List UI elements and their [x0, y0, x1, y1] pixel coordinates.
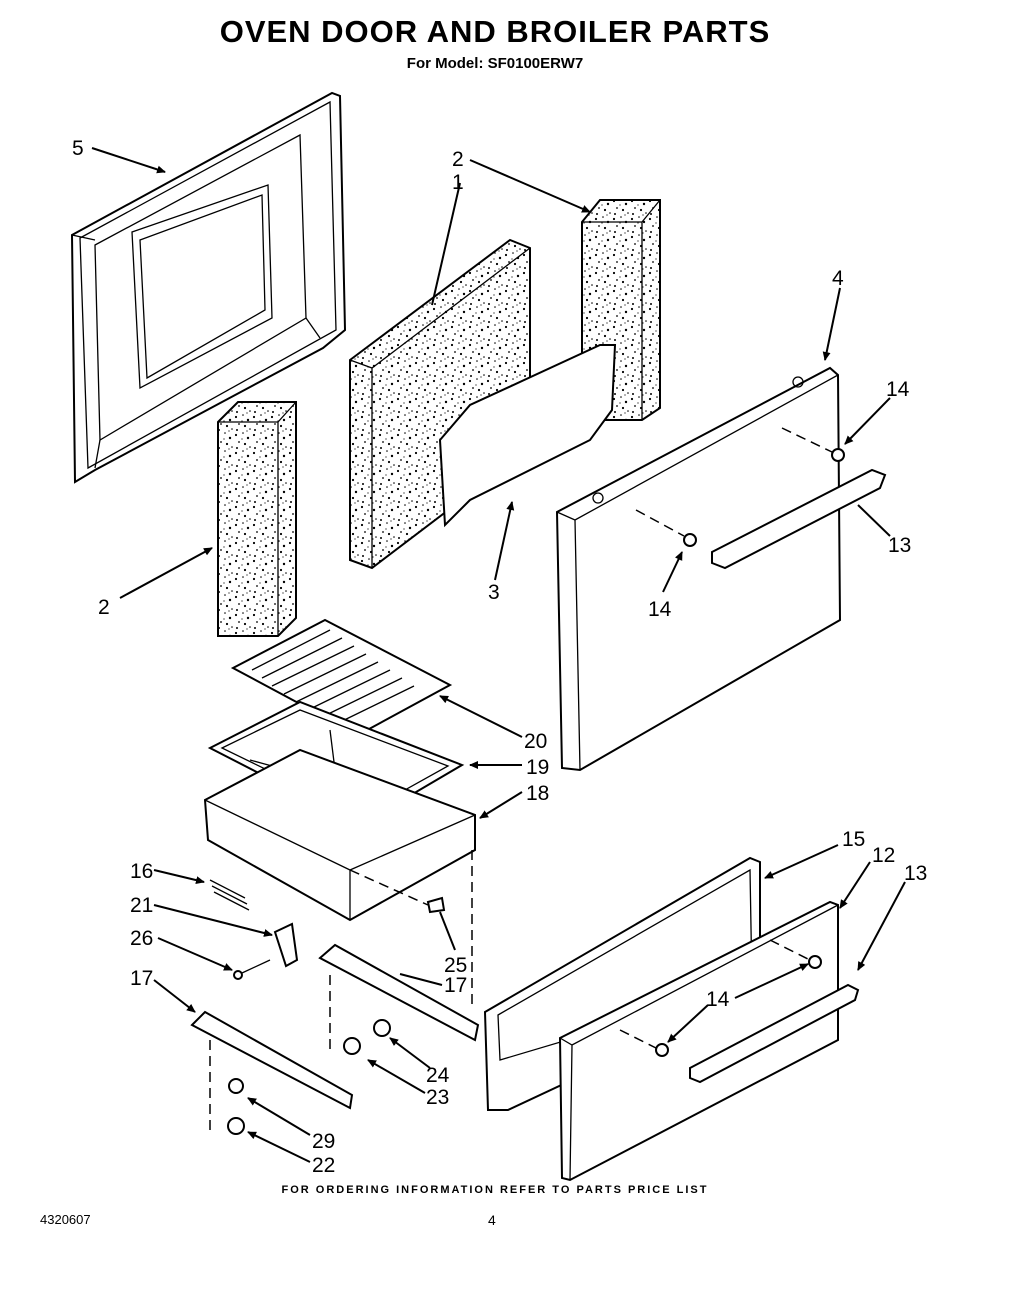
page-title: OVEN DOOR AND BROILER PARTS [219, 14, 771, 49]
part-29-roller [228, 1078, 244, 1094]
page-number: 4 [488, 1212, 496, 1228]
part-12-drawer-front [558, 900, 839, 1182]
callout-14-bottom: 14 [706, 988, 730, 1011]
part-18-broiler-pan [203, 748, 476, 922]
part-13-door-handle [635, 427, 887, 570]
model-subtitle: For Model: SF0100ERW7 [406, 55, 584, 72]
callout-19: 19 [526, 756, 549, 779]
callout-18: 18 [526, 782, 549, 805]
callout-13-top: 13 [888, 534, 911, 557]
callout-17-right: 17 [444, 974, 467, 997]
callout-3: 3 [488, 581, 500, 604]
part-23-roller [343, 1037, 361, 1055]
callout-2-left: 2 [98, 596, 110, 619]
callout-29: 29 [312, 1130, 335, 1153]
part-3-baffle [438, 344, 617, 528]
callout-21: 21 [130, 894, 153, 917]
part-24-roller [373, 1019, 391, 1037]
callout-14-top: 14 [886, 378, 910, 401]
ordering-info-note: FOR ORDERING INFORMATION REFER TO PARTS … [281, 1184, 709, 1196]
callout-14-mid: 14 [648, 598, 672, 621]
callout-leaders [91, 147, 906, 1163]
callout-4: 4 [832, 267, 844, 290]
callout-17-left: 17 [130, 967, 153, 990]
callout-24: 24 [426, 1064, 450, 1087]
part-16-spring [209, 879, 250, 911]
callout-12: 12 [872, 844, 895, 867]
callout-5: 5 [72, 137, 84, 160]
callout-20: 20 [524, 730, 547, 753]
callout-23: 23 [426, 1086, 449, 1109]
callout-15: 15 [842, 828, 865, 851]
part-4-outer-door-panel [555, 366, 842, 772]
callout-16: 16 [130, 860, 153, 883]
part-21-bracket [273, 922, 299, 968]
part-26-screw [233, 959, 271, 980]
part-22-roller [227, 1117, 245, 1135]
callout-1: 1 [452, 171, 464, 194]
part-17-slide-rail-left [190, 1010, 354, 1110]
part-5-inner-door-panel [70, 91, 347, 484]
callout-2-top: 2 [452, 148, 464, 171]
callout-13-bottom: 13 [904, 862, 927, 885]
part-2-insulation-lower [217, 401, 297, 637]
document-number: 4320607 [40, 1212, 91, 1227]
callout-25: 25 [444, 954, 467, 977]
callout-22: 22 [312, 1154, 335, 1177]
callout-26: 26 [130, 927, 153, 950]
part-17-slide-rail-right [318, 943, 480, 1042]
part-13-drawer-handle [619, 939, 860, 1084]
part-25-clip [349, 869, 446, 914]
